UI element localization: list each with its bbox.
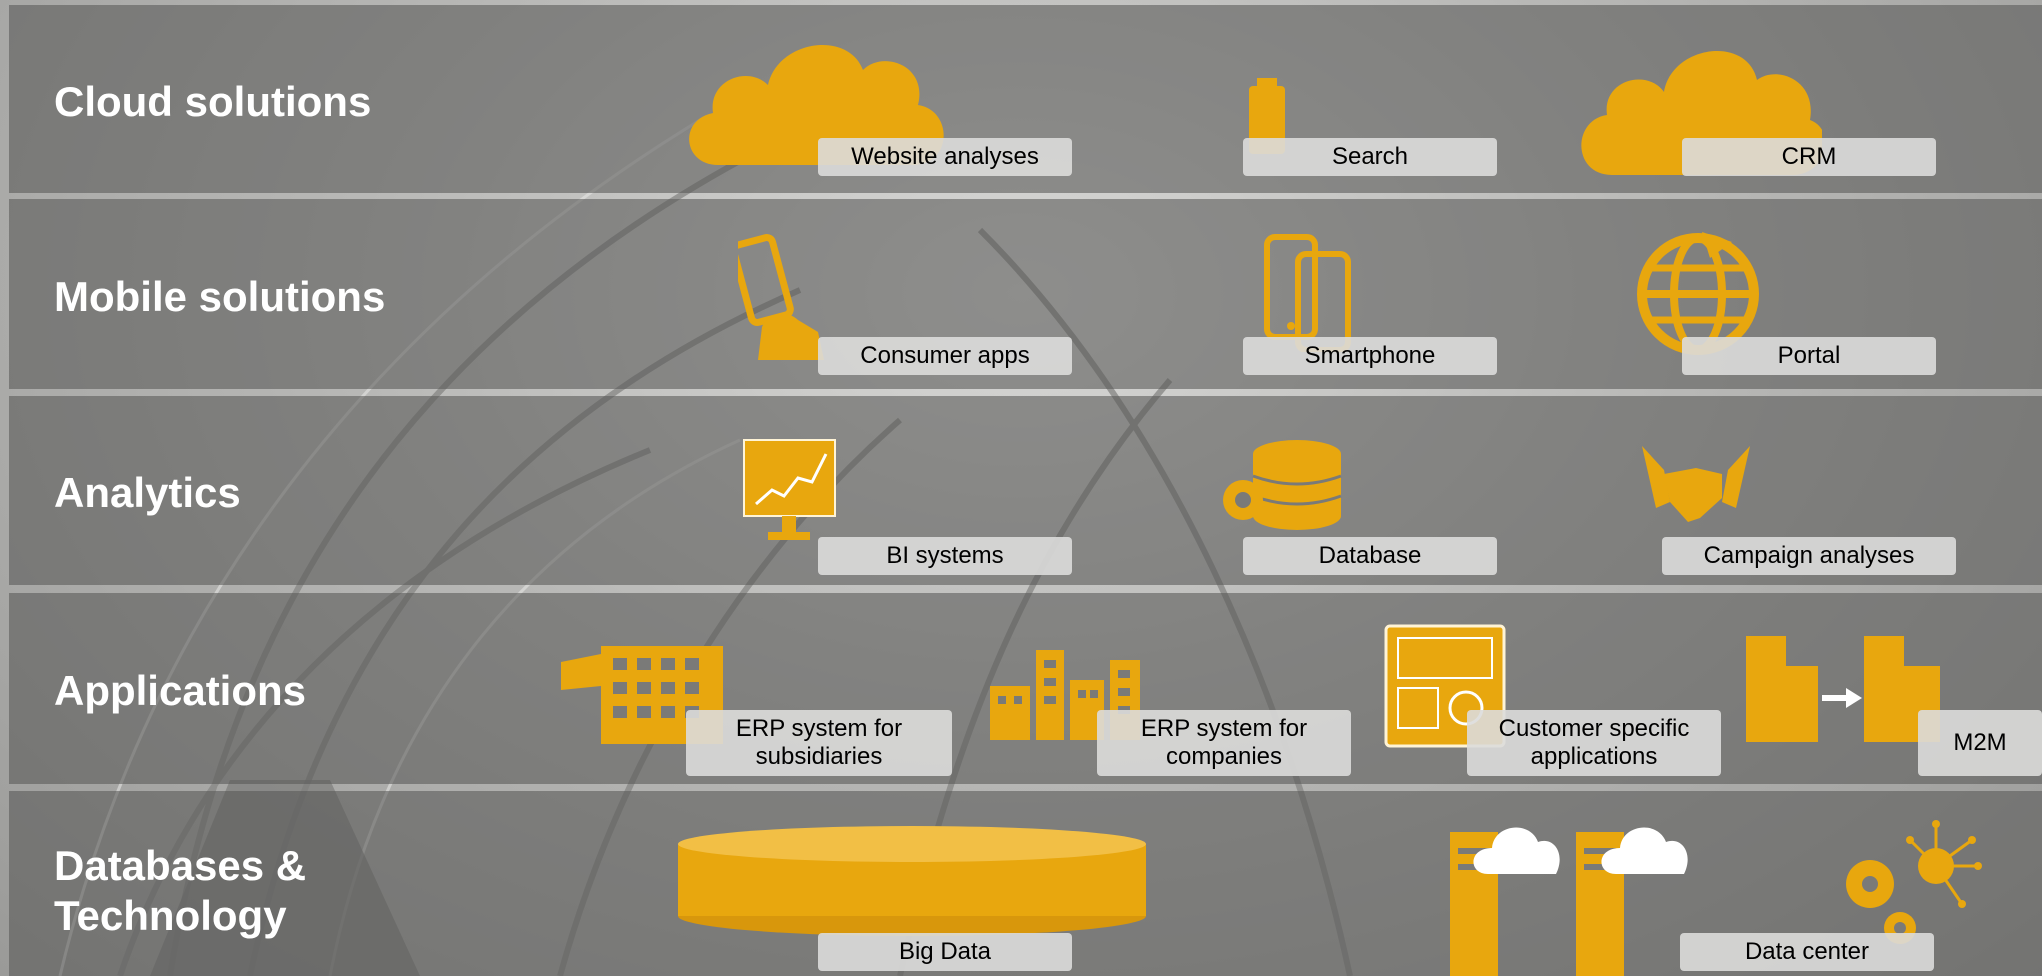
row-title: Mobile solutions	[54, 273, 386, 320]
item-label: Database	[1243, 537, 1497, 575]
usb-stick-icon	[1249, 78, 1285, 154]
row-title: Databases & Technology	[54, 842, 307, 939]
hand-phone-icon	[738, 234, 824, 360]
row-title: Applications	[54, 667, 307, 714]
item-label: Portal	[1682, 337, 1936, 375]
server-cloud-icon	[1450, 827, 1688, 976]
item-label: Search	[1243, 138, 1497, 176]
item-label: BI systems	[818, 537, 1072, 575]
handshake-icon	[1642, 446, 1750, 522]
cylinder-icon	[678, 826, 1146, 936]
item-label: Customer specific applications	[1467, 710, 1721, 776]
item-label: Website analyses	[818, 138, 1072, 176]
buildings-arrow-icon	[1746, 636, 1940, 742]
chart-monitor-icon	[743, 439, 836, 540]
item-label: ERP system for companies	[1097, 710, 1351, 776]
smartphones-icon	[1264, 234, 1351, 352]
item-label: Data center	[1680, 933, 1934, 971]
row-title: Analytics	[54, 469, 241, 516]
item-label: CRM	[1682, 138, 1936, 176]
row-title: Cloud solutions	[54, 78, 372, 125]
item-label: Big Data	[818, 933, 1072, 971]
item-label: Smartphone	[1243, 337, 1497, 375]
item-label: Consumer apps	[818, 337, 1072, 375]
item-label: Campaign analyses	[1662, 537, 1956, 575]
cloud-icon	[689, 44, 944, 165]
item-label: M2M	[1918, 710, 2042, 776]
gears-network-icon	[1846, 820, 1982, 944]
database-gear-icon	[1223, 440, 1342, 530]
item-label: ERP system for subsidiaries	[686, 710, 952, 776]
